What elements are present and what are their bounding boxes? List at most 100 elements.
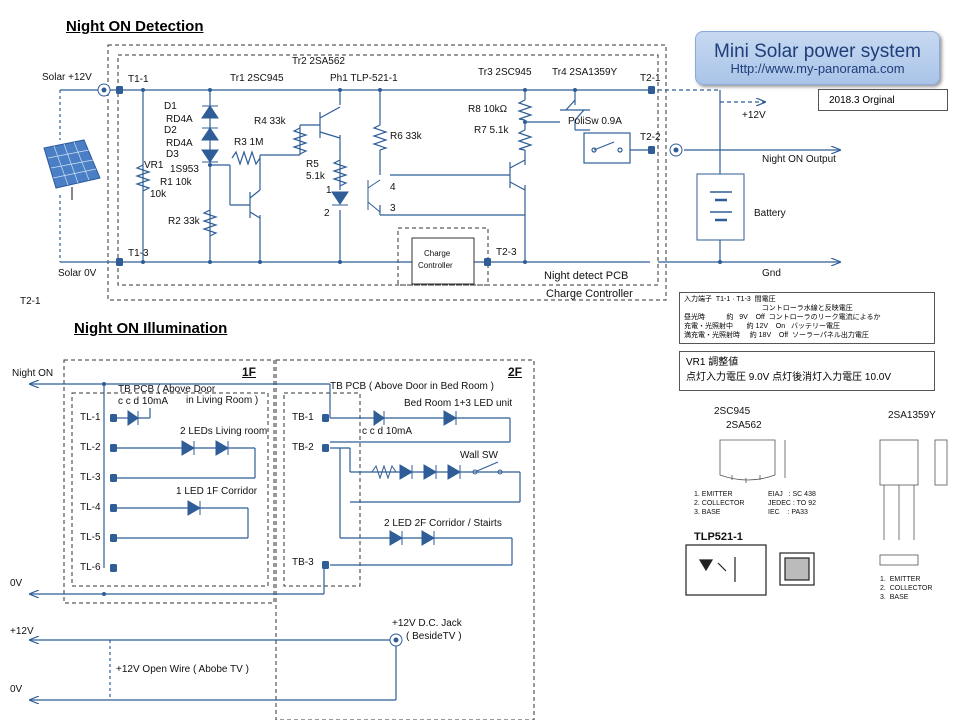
- resistors-icon: [135, 99, 533, 237]
- night-on-label: Night ON: [12, 368, 54, 379]
- tl6-label: TL-6: [80, 562, 101, 573]
- led-corridor-2f-label: 2 LED 2F Corridor / Stairts: [384, 518, 502, 529]
- night-on-output-label: Night ON Output: [762, 154, 836, 165]
- illumination-frames: [63, 359, 535, 720]
- charge-box-line2: Controller: [418, 261, 453, 270]
- pin4-label: 4: [390, 182, 396, 193]
- terminal-dots: [97, 83, 722, 266]
- tb-pcb-1f-label: TB PCB ( Above Door: [118, 384, 216, 395]
- tl4-label: TL-4: [80, 502, 101, 513]
- solar-0v-label: Solar 0V: [58, 268, 97, 279]
- charge-controller-label: Charge Controller: [546, 288, 633, 300]
- terminal-t2-1: T2-1: [640, 73, 661, 84]
- d3-label: D3: [166, 149, 179, 160]
- r2-label: R2 33k: [168, 216, 200, 227]
- pin-list-2: 1. EMITTER 2. COLLECTOR 3. BASE: [880, 576, 933, 601]
- terminal-t1-1: T1-1: [128, 74, 149, 85]
- terminal-t2-3: T2-3: [496, 247, 517, 258]
- r7-label: R7 5.1k: [474, 125, 509, 136]
- tb-pcb-1f-label-b: in Living Room ): [186, 395, 259, 406]
- tb2-label: TB-2: [292, 442, 314, 453]
- night-detect-pcb-label: Night detect PCB: [544, 270, 629, 282]
- r6-label: R6 33k: [390, 131, 422, 142]
- terminal-blocks: [102, 382, 403, 647]
- beside-tv-label: ( BesideTV ): [406, 631, 462, 642]
- to126-package-icon: [879, 439, 948, 566]
- illumination-wires: [30, 384, 521, 700]
- d2-label: D2: [164, 125, 177, 136]
- note-box: 入力端子 T1-1 · T1-3 間電圧 コントローラ水線と反映電圧 昼光時 約…: [679, 292, 935, 344]
- resistor-bedroom-icon: [371, 464, 397, 480]
- transistors-icon: [249, 99, 590, 219]
- transistor-2sa1359y-label: 2SA1359Y: [888, 410, 936, 421]
- r5-label: R5: [306, 159, 319, 170]
- d1-label: D1: [164, 101, 177, 112]
- tlp521-package-icon: [685, 544, 815, 596]
- vr1-setting-line2: 点灯入力電圧 9.0V 点灯後消灯入力電圧 10.0V: [686, 372, 892, 383]
- night-detect-pcb-frame: [107, 44, 667, 301]
- zero-v-bottom-label: 0V: [10, 684, 23, 695]
- floor-1f-label: 1F: [242, 365, 257, 379]
- pin2-label: 2: [324, 208, 330, 219]
- vr1-setting-line1: VR1 調整値: [686, 357, 739, 368]
- package-info: EIAJ : SC 438 JEDEC : TO 92 IEC : PA33: [768, 491, 816, 516]
- plus12v-label: +12V: [742, 110, 766, 121]
- date-box: 2018.3 Orginal: [818, 89, 948, 111]
- polysw-label: PoliSw 0.9A: [568, 116, 622, 127]
- detection-title: Night ON Detection: [66, 18, 204, 35]
- to92-package-icon: [719, 439, 786, 483]
- photocoupler-icon: [331, 179, 381, 213]
- terminal-t2-1-alt: T2-1: [20, 296, 41, 307]
- vr1-label: VR1: [144, 160, 164, 171]
- ccd-1f-label: c c d 10mA: [118, 396, 169, 407]
- tl3-label: TL-3: [80, 472, 101, 483]
- wall-switch-icon: [472, 461, 503, 475]
- r3-label: R3 1M: [234, 137, 264, 148]
- r4-label: R4 33k: [254, 116, 286, 127]
- floor-2f-label: 2F: [508, 365, 523, 379]
- tb1-label: TB-1: [292, 412, 314, 423]
- terminal-t2-2: T2-2: [640, 132, 661, 143]
- tb3-label: TB-3: [292, 557, 314, 568]
- bedroom-label: Bed Room 1+3 LED unit: [404, 398, 513, 409]
- battery-icon: [696, 173, 745, 241]
- vr1-value: 10k: [150, 189, 167, 200]
- solar-panel-icon: [43, 139, 101, 200]
- pin-list-1: 1. EMITTER 2. COLLECTOR 3. BASE: [694, 491, 745, 516]
- pin1-label: 1: [326, 185, 332, 196]
- open-wire-label: +12V Open Wire ( Abobe TV ): [116, 664, 249, 675]
- d1-value: RD4A: [166, 114, 193, 125]
- charge-controller-box: [411, 237, 475, 285]
- leds-living-label: 2 LEDs Living room: [180, 426, 268, 437]
- dc-jack-label: +12V D.C. Jack: [392, 618, 462, 629]
- d3-value: 1S953: [170, 164, 199, 175]
- r5-value: 5.1k: [306, 171, 325, 182]
- led-corridor-1f-label: 1 LED 1F Corridor: [176, 486, 258, 497]
- r1-label: R1 10k: [160, 177, 192, 188]
- tr2-label: Tr2 2SA562: [292, 56, 345, 67]
- banner-title: Mini Solar power system: [714, 41, 921, 62]
- wall-sw-label: Wall SW: [460, 450, 498, 461]
- pin3-label: 3: [390, 203, 396, 214]
- tl1-label: TL-1: [80, 412, 101, 423]
- ccd-2f-label: c c d 10mA: [362, 426, 413, 437]
- tr3-label: Tr3 2SC945: [478, 67, 532, 78]
- banner[interactable]: Mini Solar power system Http://www.my-pa…: [695, 31, 940, 85]
- battery-label: Battery: [754, 208, 786, 219]
- led-icons: [127, 410, 461, 546]
- tl5-label: TL-5: [80, 532, 101, 543]
- tlp521-label: TLP521-1: [694, 531, 743, 543]
- gnd-label: Gnd: [762, 268, 781, 279]
- banner-url[interactable]: Http://www.my-panorama.com: [730, 61, 905, 76]
- plus12v-bottom-label: +12V: [10, 626, 34, 637]
- ph1-label: Ph1 TLP-521-1: [330, 73, 398, 84]
- tb-pcb-2f-label: TB PCB ( Above Door in Bed Room ): [330, 381, 494, 392]
- zero-v-label: 0V: [10, 578, 23, 589]
- tl2-label: TL-2: [80, 442, 101, 453]
- vr1-setting-box: VR1 調整値 点灯入力電圧 9.0V 点灯後消灯入力電圧 10.0V: [679, 351, 935, 391]
- r8-label: R8 10kΩ: [468, 104, 508, 115]
- charge-box-line1: Charge: [424, 249, 451, 258]
- zener-diodes-icon: [201, 105, 219, 163]
- tr4-label: Tr4 2SA1359Y: [552, 67, 618, 78]
